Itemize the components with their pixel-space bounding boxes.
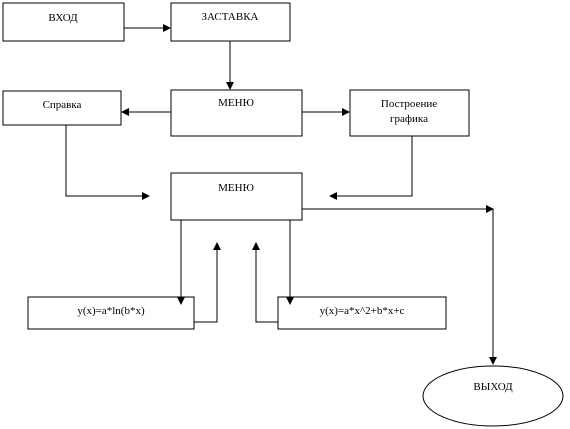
arrow-postroenie-to-menu-mid (329, 136, 413, 200)
arrow-spravka-to-menu-mid (65, 125, 150, 200)
node-zastavka: ЗАСТАВКА (170, 2, 291, 42)
arrow-formula-log-return (194, 242, 221, 323)
node-zastavka-label: ЗАСТАВКА (202, 11, 259, 23)
node-menu-top: МЕНЮ (170, 89, 303, 137)
node-menu-mid: МЕНЮ (170, 172, 303, 221)
node-spravka-label: Справка (43, 99, 82, 111)
node-postroenie-label-line2: графика (390, 113, 428, 125)
node-vhod-label: ВХОД (48, 12, 78, 24)
node-formula-log-label: y(x)=a*ln(b*x) (77, 305, 145, 317)
node-postroenie-label-line1: Построение (381, 98, 437, 110)
arrow-formula-quad-return (252, 242, 278, 323)
node-postroenie: Построение графика (349, 89, 470, 137)
node-menu-top-label: МЕНЮ (218, 97, 254, 109)
node-vyhod-label: ВЫХОД (473, 381, 513, 393)
node-formula-quad: y(x)=a*x^2+b*x+c (277, 296, 447, 330)
node-vyhod: ВЫХОД (422, 365, 564, 427)
node-menu-mid-label: МЕНЮ (218, 182, 254, 194)
node-formula-quad-label: y(x)=a*x^2+b*x+c (320, 305, 405, 317)
node-vhod: ВХОД (2, 2, 125, 42)
node-spravka: Справка (2, 90, 122, 126)
node-formula-log: y(x)=a*ln(b*x) (27, 296, 195, 330)
